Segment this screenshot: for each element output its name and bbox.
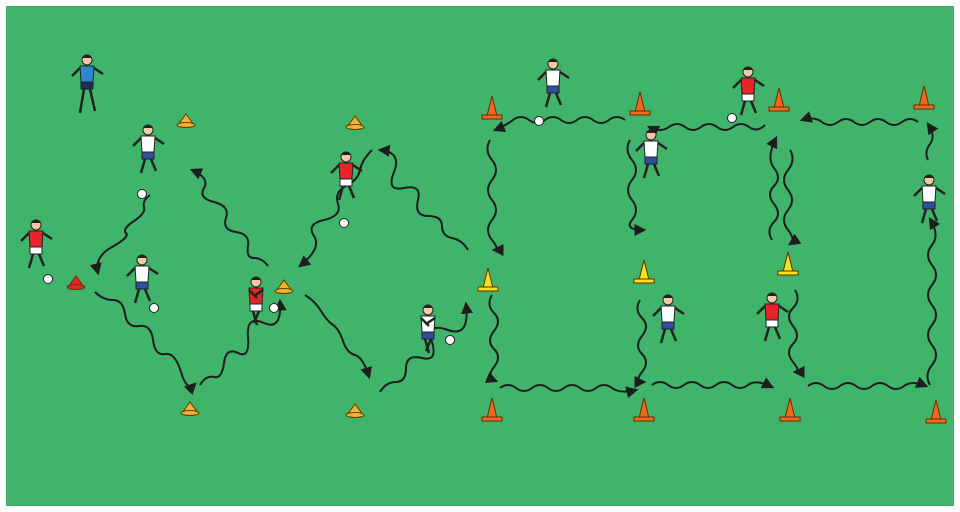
ball — [340, 219, 349, 228]
ball — [270, 304, 279, 313]
ball — [535, 117, 544, 126]
ball — [728, 114, 737, 123]
ball — [138, 190, 147, 199]
ball — [44, 275, 53, 284]
ball — [150, 304, 159, 313]
ball — [446, 336, 455, 345]
pitch-grass — [6, 6, 954, 506]
